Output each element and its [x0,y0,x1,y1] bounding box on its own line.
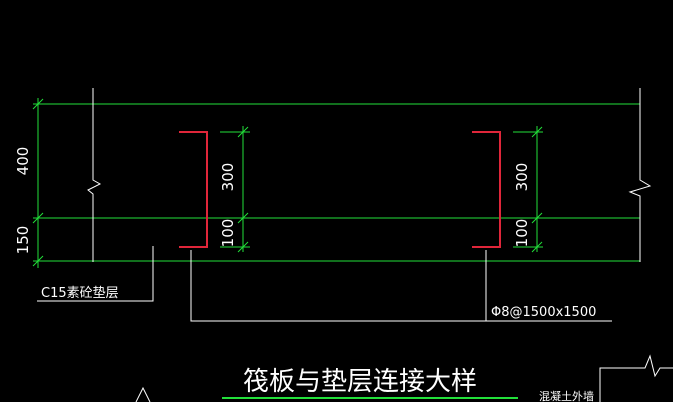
wall-break-line [599,354,673,402]
bedding-leader [37,246,154,302]
dim-bar-bottom-right: 100 [513,219,531,248]
leader-lines [37,246,612,322]
rebar-shapes [179,131,501,248]
dim-bar-top-left: 300 [219,163,237,192]
dim-bar-bottom-left: 100 [219,219,237,248]
dim-left-lower: 150 [14,226,32,255]
rebar-left [179,131,208,248]
dim-bar-top-right: 300 [513,163,531,192]
level-lines [33,103,640,262]
bottom-partial-elements [135,354,673,402]
left-dimension-chain [32,98,44,268]
rebar-dimension-right [513,126,543,253]
left-break-line [87,88,102,262]
bedding-layer-label: C15素砼垫层 [41,285,119,301]
dim-left-upper: 400 [14,147,32,176]
break-lines [87,88,652,262]
rebar-spec-label: Φ8@1500x1500 [491,305,596,320]
rebar-right [472,131,501,248]
arrow-mark [135,386,151,402]
drawing-title: 筏板与垫层连接大样 [243,367,477,397]
rebar-dimension-left [220,126,250,253]
partial-wall-note: 混凝土外墙 [539,389,594,402]
rebar-leader [190,250,612,322]
right-break-line [628,88,652,262]
